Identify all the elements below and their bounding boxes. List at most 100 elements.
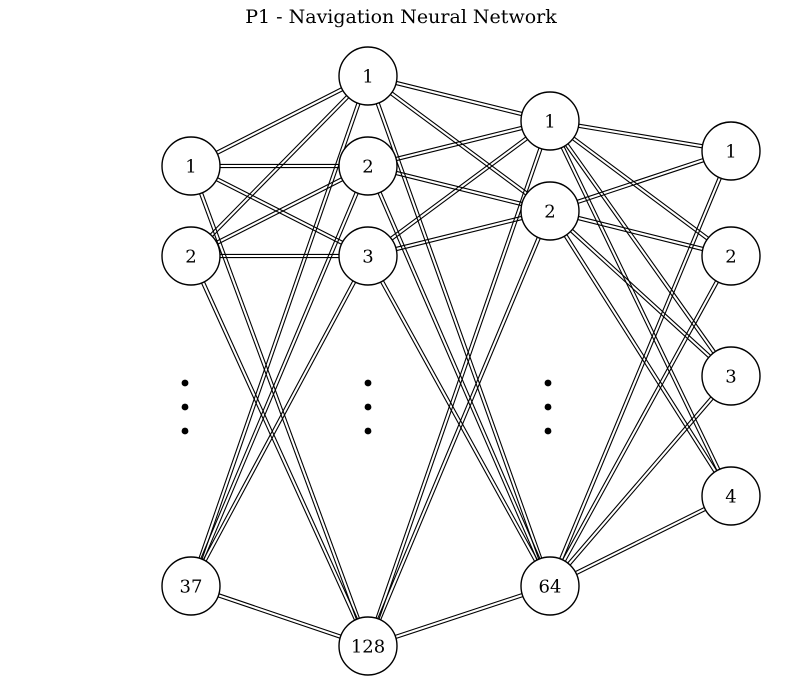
ellipsis-dot: [364, 427, 372, 435]
hidden-2-neuron: 2: [520, 181, 580, 241]
hidden-2-neuron: 1: [520, 91, 580, 151]
connection-line: [213, 85, 345, 154]
hidden-2-neuron: 64: [520, 556, 580, 616]
connection-line: [214, 175, 346, 244]
connection-line: [565, 140, 718, 355]
connection-line: [562, 143, 722, 473]
neuron-label: 1: [544, 112, 555, 133]
connection-line: [562, 233, 717, 476]
connection-line: [389, 137, 531, 243]
connection-line: [574, 218, 706, 252]
diagram-title: P1 - Navigation Neural Network: [245, 6, 557, 28]
neuron-circle: [701, 121, 761, 181]
connection-line: [575, 123, 706, 146]
connection-line: [379, 235, 542, 623]
connection-line: [202, 278, 360, 622]
hidden-1-neuron: 1: [338, 46, 398, 106]
connection-line: [202, 190, 360, 563]
neuron-label: 64: [539, 577, 562, 598]
connections: [197, 80, 723, 640]
connection-line: [392, 215, 525, 249]
connection-line: [200, 100, 362, 563]
connection-line: [567, 396, 716, 568]
neuron-label: 3: [725, 367, 736, 388]
connection-line: [387, 92, 529, 198]
connection-line: [199, 280, 357, 624]
ellipsis-dot: [364, 403, 372, 411]
neuron-label: 1: [185, 157, 196, 178]
connection-line: [569, 137, 710, 243]
neuron-label: 128: [351, 637, 385, 658]
connection-line: [564, 231, 719, 474]
ellipsis-dot: [181, 427, 189, 435]
connection-line: [213, 175, 345, 244]
input-neuron: 1: [161, 136, 221, 196]
hidden-1-neuron: 3: [338, 226, 398, 286]
neuron-label: 2: [544, 202, 555, 223]
neuron-label: 2: [185, 247, 196, 268]
connection-line: [560, 277, 718, 563]
connection-line: [387, 134, 529, 240]
neuron-circle: [338, 46, 398, 106]
connection-line: [574, 157, 706, 202]
connection-line: [393, 80, 526, 114]
connection-line: [573, 508, 709, 577]
neurons: 1 2 37 1 2 3 128 1 2 64 1 2 3 4: [161, 46, 761, 676]
hidden-1-neuron: 128: [338, 616, 398, 676]
neuron-circle: [161, 136, 221, 196]
connection-line: [565, 394, 714, 566]
connection-line: [559, 144, 719, 474]
ellipsis-dot: [544, 427, 552, 435]
neuron-label: 2: [725, 247, 736, 268]
neuron-circle: [338, 616, 398, 676]
input-neuron: 37: [161, 556, 221, 616]
neuron-circle: [701, 346, 761, 406]
neuron-label: 4: [725, 487, 736, 508]
connection-line: [377, 99, 544, 562]
connection-line: [393, 170, 526, 204]
connection-line: [563, 142, 716, 357]
output-neuron: 4: [701, 466, 761, 526]
neuron-circle: [161, 226, 221, 286]
connection-line: [571, 134, 712, 240]
connection-line: [376, 190, 539, 563]
neuron-circle: [520, 91, 580, 151]
connection-line: [558, 174, 721, 562]
connection-line: [378, 279, 537, 565]
connection-line: [214, 178, 346, 247]
neuron-circle: [701, 466, 761, 526]
neuron-label: 1: [362, 67, 373, 88]
connection-line: [374, 100, 541, 563]
ellipsis-dot: [544, 379, 552, 387]
ellipsis-markers: [181, 379, 552, 435]
connection-line: [377, 145, 544, 623]
connection-line: [199, 189, 357, 562]
ellipsis-dot: [181, 403, 189, 411]
output-neuron: 1: [701, 121, 761, 181]
neuron-label: 2: [362, 157, 373, 178]
connection-line: [392, 83, 525, 117]
connection-line: [393, 595, 526, 640]
connection-line: [393, 128, 526, 162]
connection-line: [560, 175, 723, 563]
connection-line: [213, 178, 345, 247]
connection-line: [575, 215, 707, 249]
connection-line: [200, 189, 362, 622]
connection-line: [563, 279, 721, 565]
output-neuron: 2: [701, 226, 761, 286]
connection-line: [567, 229, 712, 361]
connection-line: [204, 279, 358, 565]
connection-line: [392, 125, 525, 159]
connection-line: [209, 95, 352, 239]
connection-line: [392, 173, 525, 207]
connection-line: [393, 218, 526, 252]
connection-line: [207, 93, 350, 237]
ellipsis-dot: [364, 379, 372, 387]
connection-line: [197, 99, 359, 562]
neuron-circle: [520, 181, 580, 241]
neuron-circle: [338, 136, 398, 196]
connection-line: [214, 595, 344, 640]
neuron-circle: [338, 226, 398, 286]
output-neuron: 3: [701, 346, 761, 406]
